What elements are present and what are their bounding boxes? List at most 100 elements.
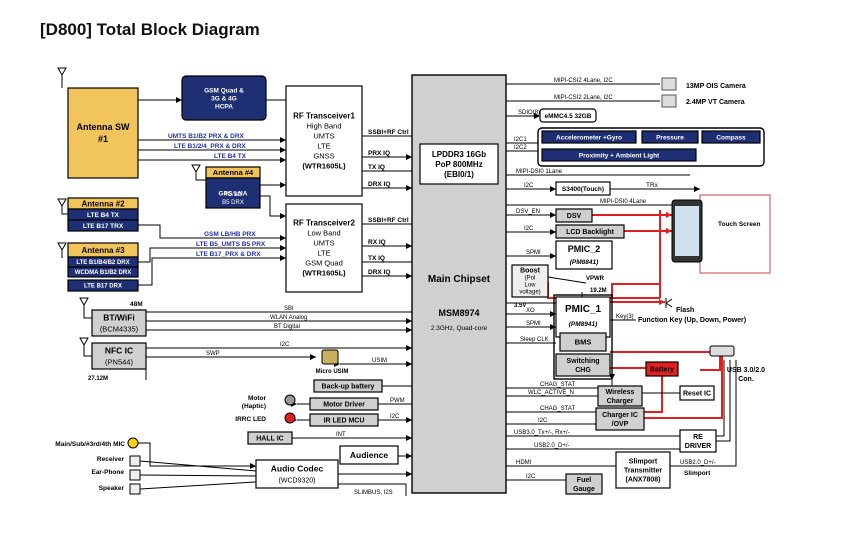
proximity-block-label: Proximity + Ambient Light <box>579 152 660 159</box>
signal-label: PWM <box>390 398 405 404</box>
audio-transducer-icon <box>129 469 141 481</box>
band-label: 4G/3G <box>224 192 242 198</box>
connector <box>138 245 286 263</box>
signal-label: SPMI <box>526 321 541 327</box>
signal-label: SLIMBUS, I2S <box>354 490 393 496</box>
connector <box>547 276 587 284</box>
lte-b17-drx-box-label: LTE B17 DRX <box>84 284 122 290</box>
audience-block-label: Audience <box>350 450 389 460</box>
chipset-title: Main Chipset <box>428 274 491 285</box>
antenna4-bands <box>205 177 261 209</box>
boost-block-label: Boost <box>520 268 541 275</box>
signal-label: SSBI+RF Ctrl <box>368 217 409 224</box>
audio-transducer-icon <box>129 455 141 467</box>
signal-label: BT Digital <box>274 324 300 330</box>
signal-label: MIPI-CSI2 2Lane, I2C <box>554 95 613 101</box>
antenna-icon <box>57 198 67 214</box>
pmic1-block-label: PMIC_1 <box>565 304 602 315</box>
boost-block <box>511 264 549 298</box>
s3400-touch-block-label: S3400(Touch) <box>562 186 604 193</box>
backup-battery-block-label: Back-up battery <box>322 383 375 390</box>
signal-label: CHAG_STAT <box>540 382 575 388</box>
signal-label: DSV_EN <box>516 209 540 215</box>
connector <box>133 481 257 493</box>
sim-card-icon <box>321 349 339 365</box>
signal-label: I2C1 <box>514 137 527 143</box>
wcdma-drx-box <box>67 266 139 278</box>
clock-label: 19.2M <box>590 288 607 294</box>
dsv-block-label: DSV <box>567 213 582 220</box>
antenna-icon <box>57 242 67 258</box>
bms-block-label: BMS <box>575 338 592 347</box>
band-label: B5 DRX <box>222 200 244 206</box>
connector <box>61 206 68 215</box>
reset-ic-block-label: Reset IC <box>683 390 711 397</box>
irrc-led-icon <box>284 412 296 424</box>
signal-label: RX IQ <box>368 239 386 246</box>
signal-label: LTE B1/2/4_PRX & DRX <box>174 143 246 150</box>
accelerometer-block <box>541 130 637 144</box>
motor-driver-block <box>309 397 379 411</box>
emmc-block-label: eMMC4.5 32GB <box>545 113 592 120</box>
usim-label: Micro USIM <box>316 369 349 375</box>
rf-transceiver2-label: (WTR1605L) <box>302 269 346 278</box>
signal-label: USB2.0_D+/- <box>680 460 716 466</box>
signal-label: I2C <box>524 226 534 232</box>
connector <box>611 283 660 298</box>
signal-label: WLC_ACTIVE_N <box>528 390 574 396</box>
signal-label: I2C <box>390 414 400 420</box>
motor-label: Motor <box>248 395 267 402</box>
dsv-block <box>555 208 593 223</box>
connector <box>338 483 407 496</box>
slimport-block-label: Slimport <box>629 458 658 465</box>
s3400-touch-block <box>555 181 611 196</box>
re-driver-block <box>679 429 717 453</box>
slimport-block-label: (ANX7808) <box>625 476 660 483</box>
audio-codec-block-label: Audio Codec <box>271 463 324 473</box>
backup-battery-block <box>313 379 383 393</box>
signal-label: TX IQ <box>368 255 385 262</box>
clock-label: 27.12M <box>88 376 108 382</box>
camera-label: 13MP OIS Camera <box>686 83 746 90</box>
connector <box>83 313 92 319</box>
signal-label: TX IQ <box>368 164 385 171</box>
page-title: [D800] Total Block Diagram <box>40 20 260 39</box>
connector <box>133 471 257 478</box>
lpddr3-block-label: (EBI0/1) <box>444 170 474 179</box>
antenna-icon <box>57 67 67 83</box>
signal-label: Key(3) <box>616 314 634 320</box>
rf-transceiver1 <box>285 85 363 197</box>
antenna4-label-label: Antenna #4 <box>213 168 254 177</box>
hcpa-block-label: 3G & 4G <box>211 95 237 102</box>
pmic1-block <box>555 296 611 338</box>
phone-screen-icon <box>675 206 699 256</box>
pressure-block <box>641 130 699 144</box>
signal-label: USB2.0_D+/- <box>534 443 570 449</box>
battery-block-label: Battery <box>650 366 674 373</box>
antenna3-label-label: Antenna #3 <box>81 246 125 255</box>
charger-ic-block-label: /OVP <box>612 421 629 428</box>
earphone-label: Ear-Phone <box>91 469 124 476</box>
wireless-charger-block-label: Wireless <box>606 389 635 396</box>
wireless-charger-block <box>597 385 643 407</box>
rf-transceiver2-label: GSM Quad <box>305 259 343 268</box>
signal-label: I2C <box>538 418 548 424</box>
rf-transceiver1-label: LTE <box>317 142 330 151</box>
lcd-backlight-block <box>555 224 625 239</box>
motor-label: (Haptic) <box>242 403 266 410</box>
antenna4-bands-label: GPS LNA <box>219 190 248 197</box>
mic-label: Main/Sub/#3rd/4th MIC <box>55 441 125 448</box>
signal-label: LTE B4 TX <box>214 153 247 160</box>
connector <box>664 360 737 469</box>
signal-label: PRX IQ <box>368 150 390 157</box>
pmic2-block-label: (PM8841) <box>570 259 599 266</box>
lpddr3-block-label: PoP 800MHz <box>435 160 482 169</box>
hcpa-block <box>181 75 267 121</box>
switching-chg-block-label: CHG <box>575 367 591 374</box>
signal-label: XO <box>526 308 535 314</box>
signal-label: USIM <box>372 358 387 364</box>
antenna-sw-block-label: #1 <box>98 134 108 144</box>
fuel-gauge-block-label: Fuel <box>577 477 591 484</box>
signal-label: WLAN Analog <box>270 315 307 321</box>
